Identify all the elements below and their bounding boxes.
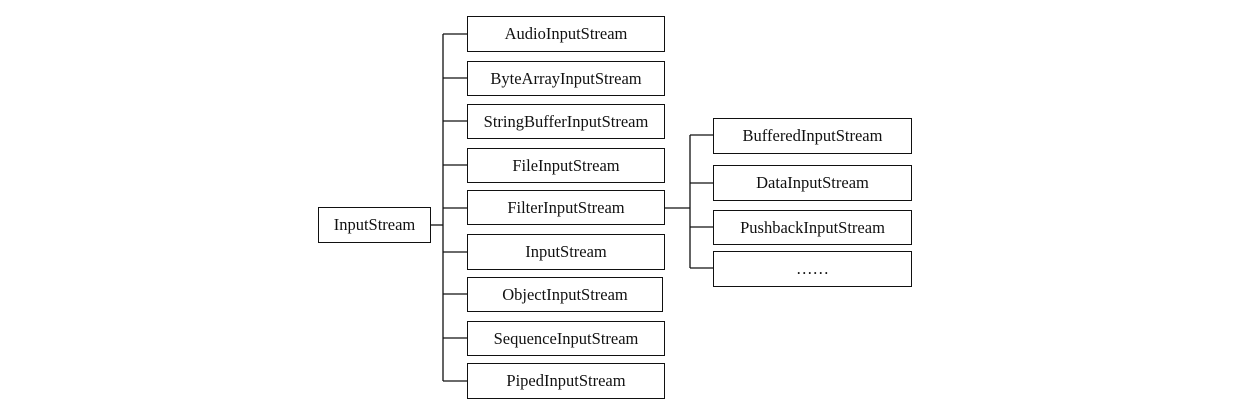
node-label: PipedInputStream bbox=[506, 371, 626, 390]
node-label: StringBufferInputStream bbox=[483, 111, 649, 131]
node-label: FileInputStream bbox=[512, 155, 620, 175]
node-root-inputstream: InputStream bbox=[318, 207, 431, 243]
node-pushback-input-stream: PushbackInputStream bbox=[713, 210, 912, 245]
node-label: ObjectInputStream bbox=[502, 284, 628, 304]
node-label: ByteArrayInputStream bbox=[490, 68, 642, 88]
node-audio-input-stream: AudioInputStream bbox=[467, 16, 665, 52]
node-file-input-stream: FileInputStream bbox=[467, 148, 665, 183]
node-buffered-input-stream: BufferedInputStream bbox=[713, 118, 912, 154]
node-label: PushbackInputStream bbox=[740, 217, 885, 237]
node-label: SequenceInputStream bbox=[493, 328, 639, 348]
node-label: AudioInputStream bbox=[504, 24, 628, 43]
node-ellipsis: …… bbox=[713, 251, 912, 287]
node-label: DataInputStream bbox=[756, 173, 869, 192]
node-sequence-input-stream: SequenceInputStream bbox=[467, 321, 665, 356]
node-data-input-stream: DataInputStream bbox=[713, 165, 912, 201]
node-label: BufferedInputStream bbox=[742, 126, 883, 145]
node-input-stream: InputStream bbox=[467, 234, 665, 270]
node-filter-input-stream: FilterInputStream bbox=[467, 190, 665, 225]
node-label: InputStream bbox=[333, 215, 416, 234]
node-label: …… bbox=[796, 259, 829, 278]
node-string-buffer-input-stream: StringBufferInputStream bbox=[467, 104, 665, 139]
node-object-input-stream: ObjectInputStream bbox=[467, 277, 663, 312]
node-piped-input-stream: PipedInputStream bbox=[467, 363, 665, 399]
node-byte-array-input-stream: ByteArrayInputStream bbox=[467, 61, 665, 96]
node-label: InputStream bbox=[525, 242, 607, 261]
node-label: FilterInputStream bbox=[507, 197, 625, 217]
